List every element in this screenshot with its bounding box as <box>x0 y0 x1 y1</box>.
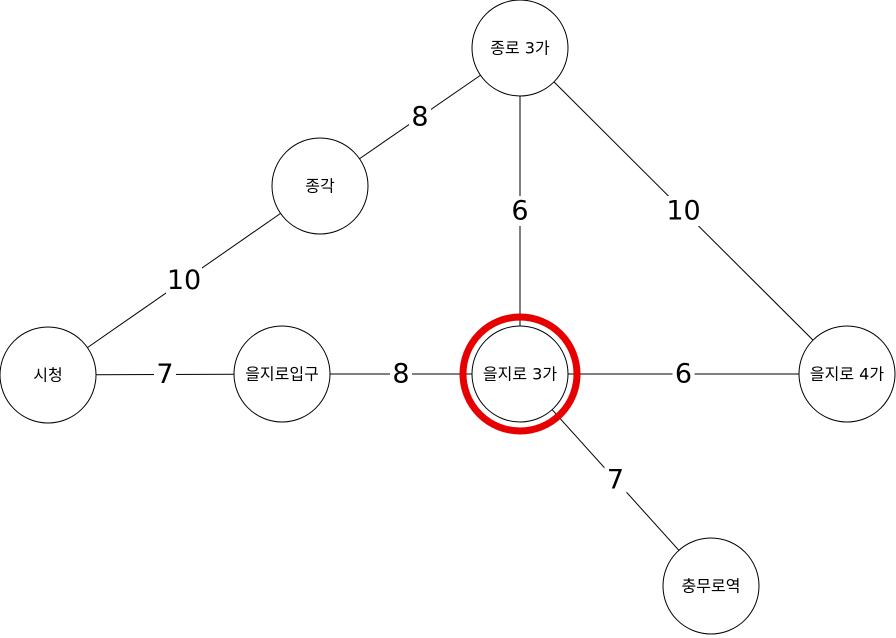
edge-weight-cityhall-euljiro1ga: 7 <box>156 359 173 390</box>
node-label-euljiro1ga: 을지로입구 <box>245 365 319 384</box>
edges-layer <box>87 74 814 551</box>
edge-label-background <box>166 265 202 296</box>
node-label-chungmuro: 충무로역 <box>682 577 741 596</box>
edge-weight-euljiro1ga-euljiro3ga: 8 <box>392 359 409 390</box>
node-jonggak[interactable] <box>271 137 369 235</box>
edge-label-background <box>672 359 695 389</box>
node-cityhall[interactable] <box>0 326 97 424</box>
node-jongno3ga[interactable] <box>471 0 569 97</box>
edge-label-background <box>509 196 531 226</box>
node-euljiro4ga[interactable] <box>798 325 896 423</box>
edge-label-background <box>409 102 431 132</box>
node-chungmuro[interactable] <box>662 537 760 635</box>
edge-labels-layer: 8 6 10 10 7 8 6 7 <box>154 102 702 496</box>
edge-weight-jonggak-cityhall: 10 <box>167 265 201 296</box>
edge-label-background <box>604 465 627 495</box>
edge-label-background <box>154 359 176 390</box>
edge-weight-jongno3ga-euljiro3ga: 6 <box>511 196 528 227</box>
edge-label-background <box>390 359 412 389</box>
node-label-jonggak: 종각 <box>305 177 335 196</box>
highlight-ring <box>459 313 581 435</box>
edge-weight-euljiro3ga-euljiro4ga: 6 <box>675 359 692 390</box>
node-label-jongno3ga: 종로 3가 <box>490 39 550 58</box>
edge-weight-jongno3ga-euljiro4ga: 10 <box>666 196 700 227</box>
node-euljiro1ga[interactable] <box>233 325 331 423</box>
edge-weight-euljiro3ga-chungmuro: 7 <box>607 465 624 496</box>
node-label-euljiro3ga: 을지로 3가 <box>483 365 557 384</box>
node-label-euljiro4ga: 을지로 4가 <box>810 365 884 384</box>
node-label-cityhall: 시청 <box>33 366 62 385</box>
edge-label-background <box>665 196 702 226</box>
edge-weight-jongno3ga-jonggak: 8 <box>411 102 428 133</box>
node-euljiro3ga[interactable] <box>471 325 569 423</box>
